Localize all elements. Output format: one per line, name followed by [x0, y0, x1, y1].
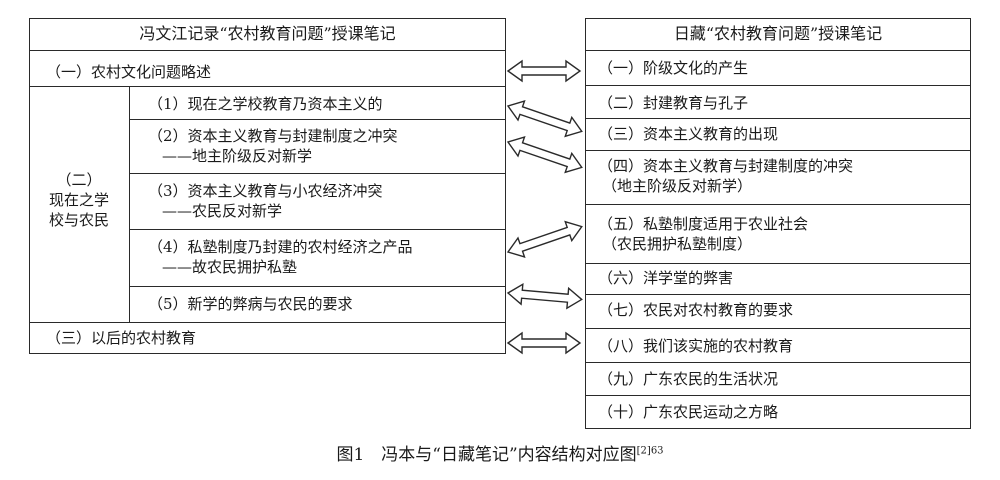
- left-item-1: （一）农村文化问题略述: [46, 63, 212, 81]
- item-line: （四）资本主义教育与封建制度的冲突: [598, 157, 854, 175]
- item-line: （地主阶级反对新学）: [602, 177, 753, 195]
- left-table-title: 冯文江记录“农村教育问题”授课笔记: [139, 24, 396, 43]
- left-outline-table: [29, 18, 506, 354]
- divider: [29, 50, 506, 51]
- divider: [585, 263, 971, 264]
- right-item-9: （九）广东农民的生活状况: [598, 370, 779, 388]
- right-item-1: （一）阶级文化的产生: [598, 59, 749, 77]
- item-line: （农民拥护私塾制度）: [602, 235, 753, 253]
- sub-line: （3）资本主义教育与小农经济冲突: [148, 182, 383, 200]
- double-arrow: [506, 220, 583, 258]
- double-arrow: [506, 100, 583, 138]
- left-item-2-label: （二） 现在之学 校与农民: [29, 170, 129, 230]
- right-item-4: （四）资本主义教育与封建制度的冲突 （地主阶级反对新学）: [598, 156, 853, 196]
- right-item-2: （二）封建教育与孔子: [598, 94, 749, 112]
- divider: [585, 85, 971, 86]
- right-item-8: （八）我们该实施的农村教育: [598, 337, 794, 355]
- left-sub-1: （1）现在之学校教育乃资本主义的: [148, 95, 383, 113]
- label-line: 校与农民: [48, 211, 109, 229]
- right-item-5: （五）私塾制度适用于农业社会 （农民拥护私塾制度）: [598, 214, 808, 254]
- right-item-3: （三）资本主义教育的出现: [598, 125, 779, 143]
- right-table-title: 日藏“农村教育问题”授课笔记: [673, 24, 883, 43]
- sub-line: ——故农民拥护私塾: [162, 258, 298, 276]
- label-line: 现在之学: [48, 191, 109, 209]
- divider: [29, 86, 506, 87]
- left-sub-4: （4）私塾制度乃封建的农村经济之产品 ——故农民拥护私塾: [148, 237, 413, 277]
- sub-line: （2）资本主义教育与封建制度之冲突: [148, 127, 398, 145]
- divider: [585, 328, 971, 329]
- divider: [129, 86, 130, 322]
- left-item-3: （三）以后的农村教育: [46, 329, 197, 347]
- figure-caption: 图1 冯本与“日藏笔记”内容结构对应图[2]63: [0, 440, 1000, 465]
- divider: [585, 362, 971, 363]
- divider: [29, 322, 506, 323]
- caption-reference: [2]63: [636, 445, 664, 457]
- divider: [585, 50, 971, 51]
- divider: [585, 395, 971, 396]
- divider: [585, 118, 971, 119]
- label-line: （二）: [56, 171, 102, 189]
- double-arrow: [506, 331, 582, 355]
- double-arrow: [506, 136, 583, 174]
- right-outline-table: [585, 18, 971, 429]
- divider: [129, 119, 506, 120]
- left-sub-5: （5）新学的弊病与农民的要求: [148, 295, 353, 313]
- divider: [129, 173, 506, 174]
- divider: [585, 294, 971, 295]
- item-line: （五）私塾制度适用于农业社会: [598, 215, 809, 233]
- right-item-10: （十）广东农民运动之方略: [598, 403, 779, 421]
- right-item-6: （六）洋学堂的弊害: [598, 269, 734, 287]
- divider: [129, 286, 506, 287]
- sub-line: ——地主阶级反对新学: [162, 147, 313, 165]
- divider: [585, 204, 971, 205]
- double-arrow: [506, 282, 583, 310]
- double-arrow: [506, 59, 582, 83]
- sub-line: （4）私塾制度乃封建的农村经济之产品: [148, 238, 413, 256]
- divider: [129, 229, 506, 230]
- caption-text: 图1 冯本与“日藏笔记”内容结构对应图: [336, 445, 637, 465]
- right-item-7: （七）农民对农村教育的要求: [598, 301, 794, 319]
- sub-line: ——农民反对新学: [162, 202, 283, 220]
- divider: [585, 150, 971, 151]
- left-sub-2: （2）资本主义教育与封建制度之冲突 ——地主阶级反对新学: [148, 126, 398, 166]
- left-sub-3: （3）资本主义教育与小农经济冲突 ——农民反对新学: [148, 181, 383, 221]
